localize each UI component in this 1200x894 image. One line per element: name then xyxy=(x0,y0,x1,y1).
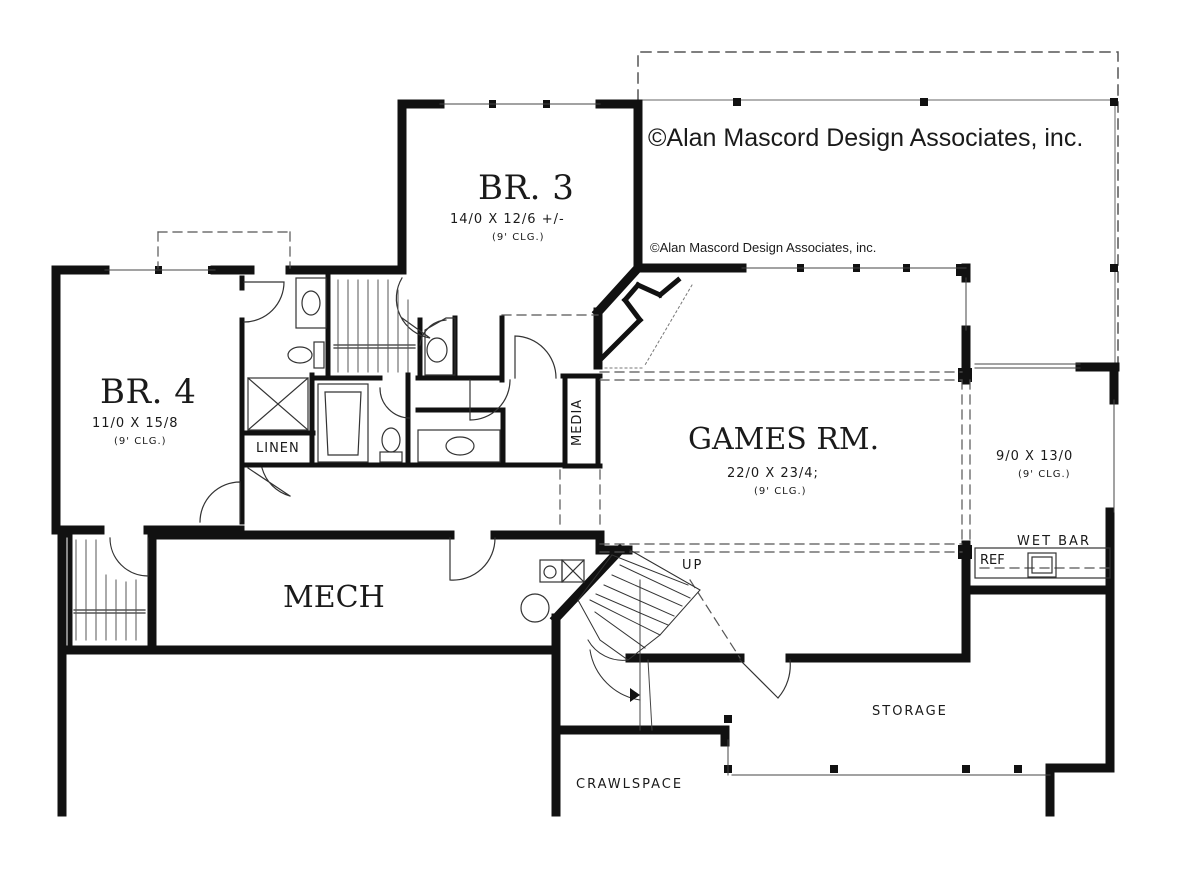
up-label: UP xyxy=(682,558,704,573)
br3-dims: 14/0 X 12/6 +/- xyxy=(450,212,565,227)
dotted-closet-line xyxy=(604,284,693,369)
sink-1 xyxy=(301,290,321,316)
watermark-small: ©Alan Mascord Design Associates, inc. xyxy=(650,240,877,255)
br3-name: BR. 3 xyxy=(478,168,575,208)
side-room-dims: 9/0 X 13/0 xyxy=(996,449,1074,464)
closet-hatching xyxy=(75,279,409,641)
dashed-lines xyxy=(157,231,1111,659)
thin-lines xyxy=(104,103,1115,776)
ref-name: REF xyxy=(980,553,1005,568)
media-name: MEDIA xyxy=(570,398,585,446)
side-room-ceiling: (9' CLG.) xyxy=(1018,469,1071,480)
wet-bar-counter xyxy=(974,547,1111,579)
window-posts xyxy=(155,100,1022,773)
interior-walls xyxy=(61,270,682,648)
games-dims: 22/0 X 23/4; xyxy=(727,466,819,481)
toilet-1 xyxy=(287,346,313,364)
wet-bar-sink xyxy=(1027,552,1057,578)
br4-ceiling: (9' CLG.) xyxy=(114,436,167,447)
vanity-br4-bath xyxy=(295,277,327,329)
exterior-walls xyxy=(51,99,1120,817)
wet-bar-name: WET BAR xyxy=(1017,534,1091,549)
upper-deck-thin-lines xyxy=(639,99,1116,366)
stair-arrow xyxy=(630,688,640,702)
games-ceiling: (9' CLG.) xyxy=(754,486,807,497)
storage-name: STORAGE xyxy=(872,704,948,719)
watermark-large: ©Alan Mascord Design Associates, inc. xyxy=(648,124,1084,152)
upper-deck-posts xyxy=(733,98,1118,272)
br3-ceiling: (9' CLG.) xyxy=(492,232,545,243)
mech-name: MECH xyxy=(283,580,385,615)
fixtures xyxy=(73,277,1111,623)
shower xyxy=(247,377,309,431)
water-heater xyxy=(520,593,550,623)
br4-dims: 11/0 X 15/8 xyxy=(92,416,179,431)
br4-name: BR. 4 xyxy=(100,372,197,412)
toilet-2 xyxy=(381,427,401,453)
games-name: GAMES RM. xyxy=(688,422,880,457)
crawlspace-name: CRAWLSPACE xyxy=(576,777,684,792)
upper-deck-outline xyxy=(637,51,1119,366)
washer xyxy=(539,559,563,583)
bathtub xyxy=(317,383,369,463)
dryer xyxy=(561,559,585,583)
vanity-2 xyxy=(417,429,501,463)
door-swings xyxy=(109,277,791,699)
linen-name: LINEN xyxy=(256,441,300,456)
